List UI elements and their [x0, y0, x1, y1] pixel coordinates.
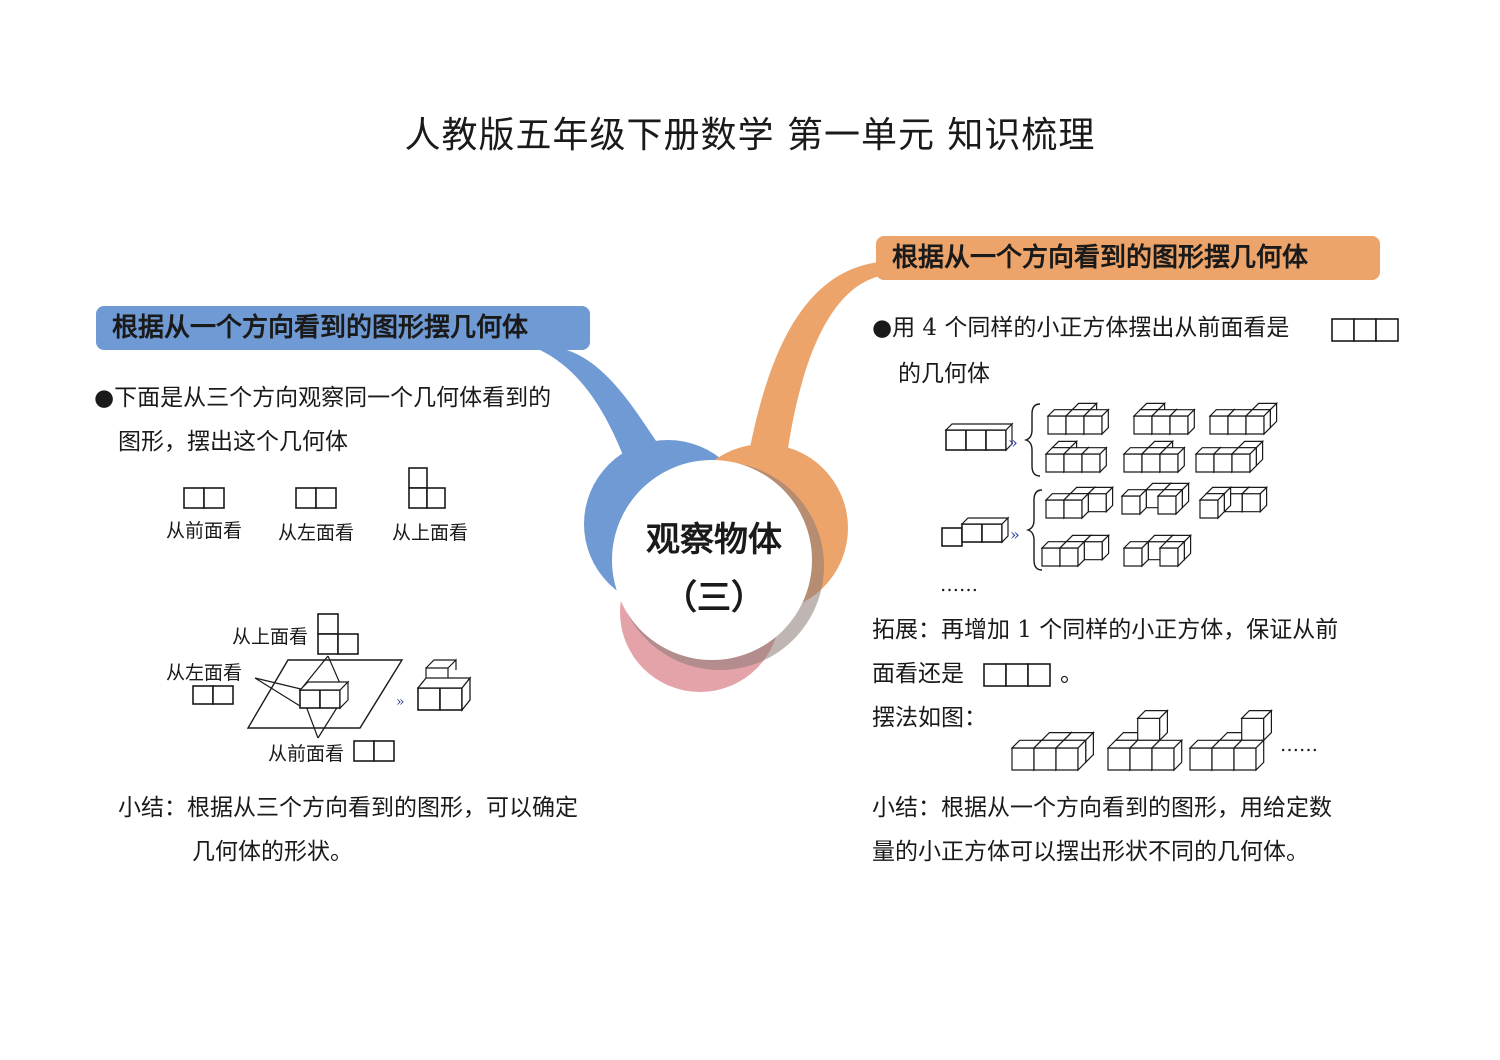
center-circle	[612, 460, 812, 660]
cube-cluster	[1044, 485, 1115, 520]
left-bullet-line2: 图形，摆出这个几何体	[118, 429, 348, 455]
diagram-label-top: 从上面看	[232, 626, 309, 648]
cube-cluster	[1188, 709, 1273, 772]
cube-cluster	[1122, 533, 1193, 568]
center-subtitle: （三）	[663, 578, 765, 618]
orange-connector	[748, 262, 880, 462]
cube	[1240, 485, 1269, 514]
center-title: 观察物体	[646, 520, 782, 560]
svg-text:»: »	[1010, 525, 1020, 544]
cube	[1058, 540, 1086, 568]
left-summary-line1: 小结：根据从三个方向看到的图形，可以确定	[118, 795, 578, 821]
diagram-label-left: 从左面看	[166, 662, 243, 684]
top-view-shape	[408, 467, 446, 509]
cube-cluster	[1120, 481, 1191, 516]
left-view-shape	[295, 487, 337, 509]
cube	[1086, 485, 1115, 514]
cube	[1082, 533, 1111, 562]
cube-cluster	[1122, 439, 1186, 474]
cube	[1122, 540, 1150, 568]
arrangement-group-1: »	[944, 403, 1041, 477]
svg-text:»: »	[1008, 433, 1018, 452]
right-ext-period: 。	[1060, 661, 1083, 687]
cube-cluster	[1010, 731, 1095, 772]
cube	[1158, 540, 1186, 568]
cube	[1168, 408, 1196, 436]
ellipsis-1: ……	[940, 574, 978, 596]
cube-cluster	[1208, 401, 1279, 436]
right-summary-line2: 量的小正方体可以摆出形状不同的几何体。	[872, 839, 1309, 865]
blue-connector	[540, 348, 668, 468]
right-ext-line2: 面看还是	[872, 661, 964, 687]
cube	[1120, 488, 1148, 516]
cube-clusters	[1010, 401, 1279, 772]
three-square-icon-1	[1331, 318, 1399, 342]
cube	[1240, 709, 1273, 742]
cube	[1232, 738, 1266, 772]
cube-cluster	[1198, 485, 1269, 520]
svg-text:»: »	[396, 694, 405, 710]
cube	[1062, 492, 1090, 520]
left-bullet-line1: ●下面是从三个方向观察同一个几何体看到的	[94, 385, 552, 411]
right-banner: 根据从一个方向看到的图形摆几何体	[876, 236, 1380, 280]
arrangement-group-2: »	[941, 489, 1043, 571]
three-square-icon-2	[983, 663, 1051, 687]
cube	[1080, 446, 1108, 474]
right-method: 摆法如图：	[872, 705, 987, 731]
cube-cluster	[1046, 401, 1110, 436]
cube-cluster	[1132, 401, 1196, 436]
cube	[1230, 446, 1258, 474]
page-title: 人教版五年级下册数学 第一单元 知识梳理	[404, 115, 1096, 156]
front-view-shape	[183, 487, 225, 509]
cube	[1244, 408, 1272, 436]
cube	[1150, 738, 1184, 772]
cube-cluster	[1040, 533, 1111, 568]
cube-cluster	[1106, 709, 1184, 772]
cube	[1198, 492, 1226, 520]
cube	[1082, 408, 1110, 436]
label-view-left: 从左面看	[278, 522, 355, 544]
right-bullet-line2: 的几何体	[898, 361, 990, 387]
cube-cluster	[1044, 439, 1108, 474]
cube	[1136, 709, 1169, 742]
left-summary-line2: 几何体的形状。	[192, 839, 353, 865]
perspective-diagram: »	[192, 613, 472, 762]
cube	[1054, 738, 1088, 772]
cube	[1156, 488, 1184, 516]
label-view-top: 从上面看	[392, 522, 469, 544]
ellipsis-2: ……	[1280, 734, 1318, 756]
right-ext-line1: 拓展：再增加 1 个同样的小正方体，保证从前	[872, 617, 1339, 643]
diagram-label-front: 从前面看	[268, 743, 345, 765]
cube	[1158, 446, 1186, 474]
right-summary-line1: 小结：根据从一个方向看到的图形，用给定数	[872, 795, 1332, 821]
cube-cluster	[1194, 439, 1265, 474]
label-view-front: 从前面看	[166, 520, 243, 542]
right-bullet-line1: ●用 4 个同样的小正方体摆出从前面看是	[872, 315, 1290, 341]
left-banner: 根据从一个方向看到的图形摆几何体	[96, 306, 590, 350]
